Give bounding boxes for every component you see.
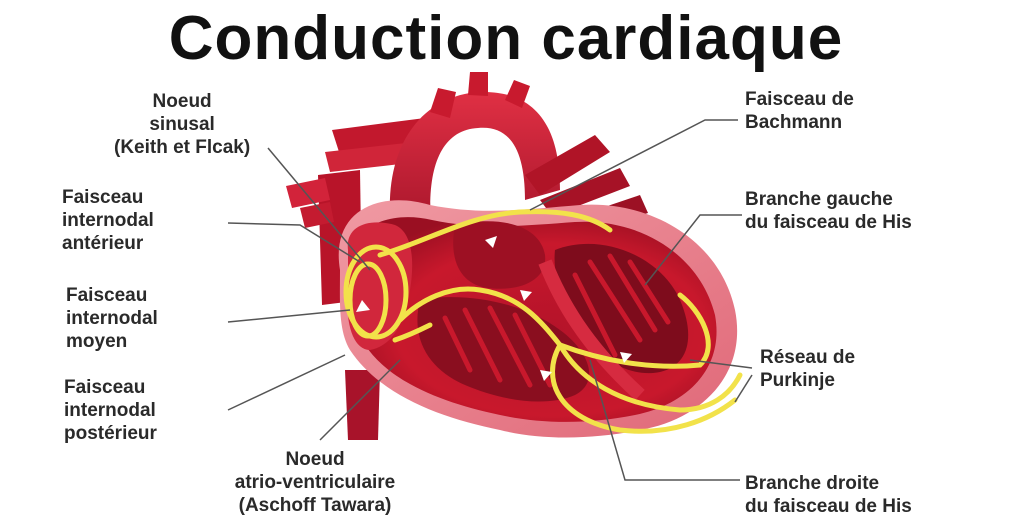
label-noeud-sinusal: Noeud sinusal (Keith et Flcak) [114,90,250,159]
label-faisceau-internodal-posterieur: Faisceau internodal postérieur [64,376,157,445]
leader-faisceau-posterieur [228,355,345,410]
label-reseau-purkinje: Réseau de Purkinje [760,346,855,392]
label-noeud-atrio-ventriculaire: Noeud atrio-ventriculaire (Aschoff Tawar… [185,448,445,517]
label-faisceau-internodal-moyen: Faisceau internodal moyen [66,284,158,353]
label-faisceau-bachmann: Faisceau de Bachmann [745,88,854,134]
label-faisceau-internodal-anterieur: Faisceau internodal antérieur [62,186,154,255]
leader-faisceau-moyen [228,310,350,322]
vena-cava-inferior [345,370,380,440]
label-branche-droite: Branche droite du faisceau de His [745,472,912,518]
label-branche-gauche: Branche gauche du faisceau de His [745,188,912,234]
aorta-branch-2 [468,72,488,96]
